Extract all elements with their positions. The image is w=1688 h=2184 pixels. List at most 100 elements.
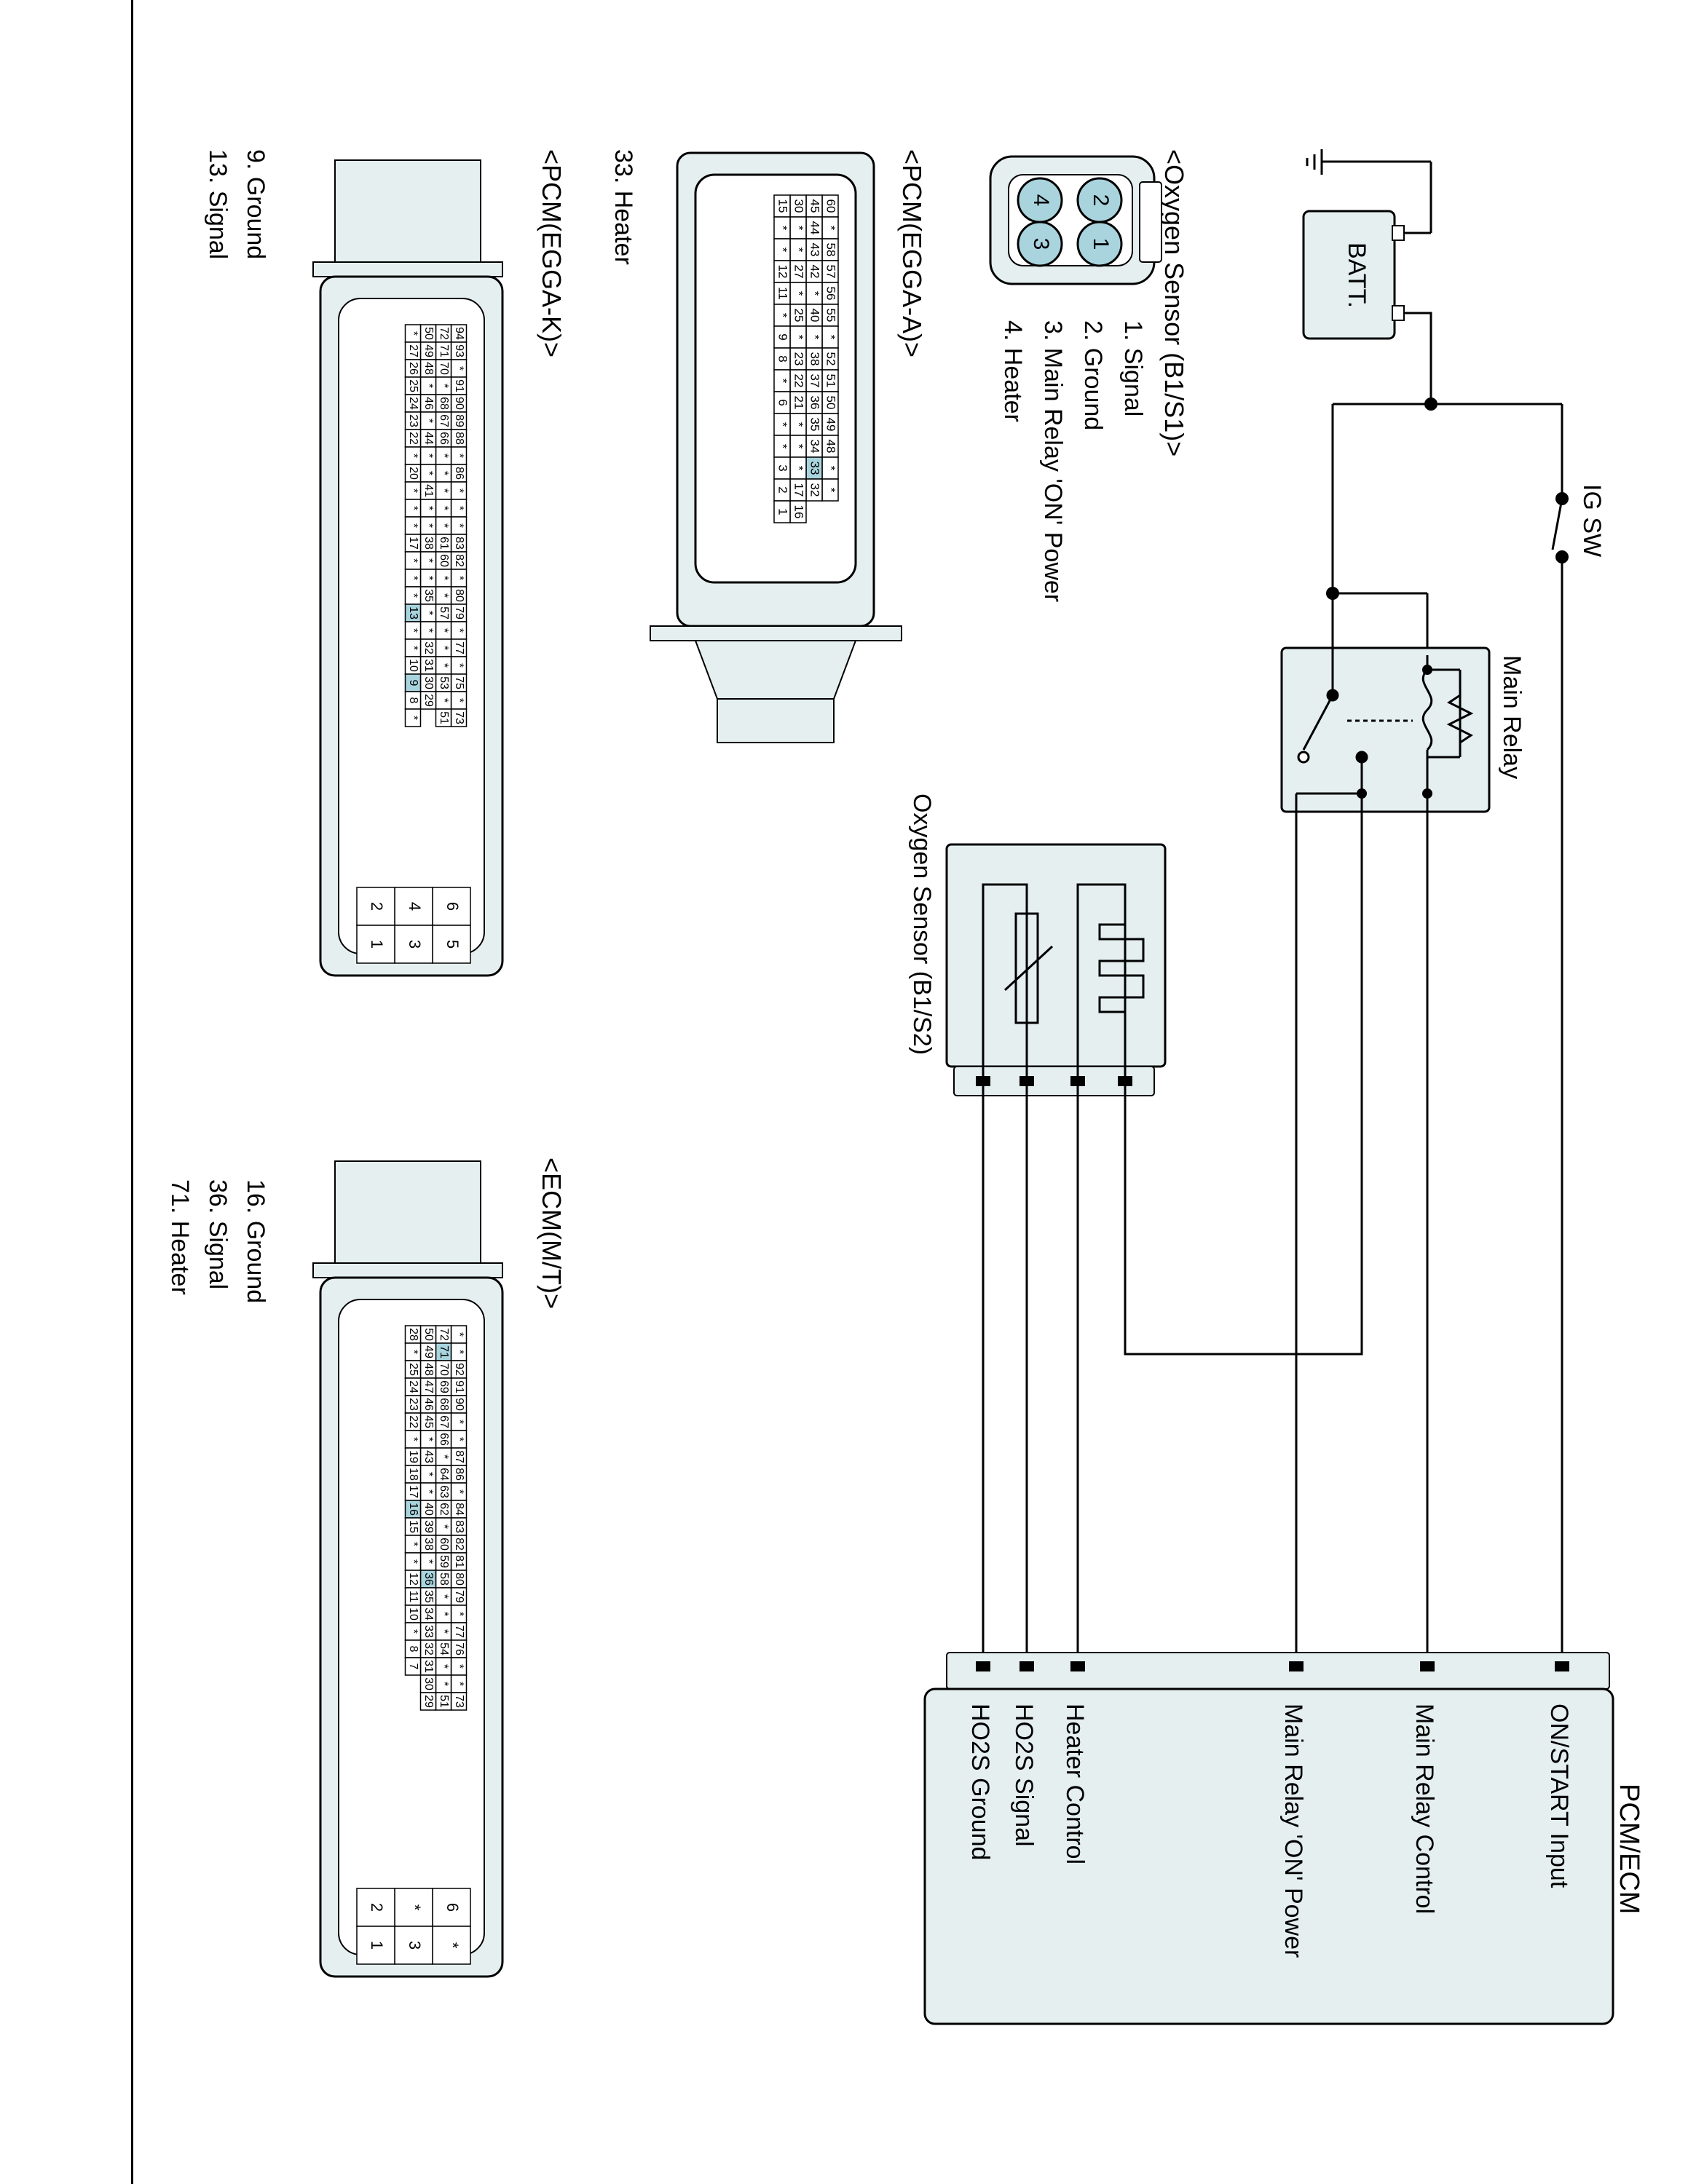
pin-label: 48 bbox=[824, 440, 838, 454]
pin-label: * bbox=[422, 419, 435, 423]
pin-label: * bbox=[776, 226, 790, 231]
pin-label: 18 bbox=[407, 1468, 419, 1481]
pin-label: * bbox=[438, 384, 450, 388]
pin-label: 38 bbox=[422, 537, 435, 550]
pin-label: * bbox=[407, 576, 419, 580]
pin-label: 33 bbox=[808, 462, 822, 475]
pin-label: 27 bbox=[792, 265, 806, 279]
sensor-legend-3: 3. Main Relay 'ON' Power bbox=[1039, 320, 1067, 602]
pin-label: 34 bbox=[422, 1607, 435, 1621]
pin-label: 22 bbox=[407, 432, 419, 445]
pin-label: * bbox=[438, 1455, 450, 1459]
small-pin-label: 3 bbox=[406, 1941, 424, 1950]
main-relay-label: Main Relay bbox=[1498, 655, 1526, 779]
pin-label: 35 bbox=[422, 1590, 435, 1603]
small-pin-label: 2 bbox=[368, 1903, 386, 1912]
pin-label: 2 bbox=[776, 486, 790, 493]
pin-label: 17 bbox=[792, 483, 806, 497]
pin-label: 76 bbox=[453, 1642, 465, 1655]
pin-label: 36 bbox=[422, 1572, 435, 1586]
sensor-wires bbox=[982, 794, 1363, 1667]
pin-label: * bbox=[792, 291, 806, 296]
pin-label: * bbox=[407, 454, 419, 458]
pin-label: 7 bbox=[407, 1663, 419, 1670]
pin-label: 58 bbox=[438, 1572, 450, 1586]
pin-label: 51 bbox=[438, 711, 450, 724]
pin-label: * bbox=[453, 1612, 465, 1616]
pin-label: 68 bbox=[438, 397, 450, 410]
pin-label: 61 bbox=[438, 537, 450, 550]
pin-label: * bbox=[438, 1524, 450, 1529]
pin-label: * bbox=[407, 506, 419, 510]
pin-label: * bbox=[407, 628, 419, 633]
pin-label: * bbox=[438, 1664, 450, 1669]
pin-label: * bbox=[407, 1437, 419, 1441]
pin-label: 31 bbox=[422, 1660, 435, 1673]
egga-k-legend-2: 13. Signal bbox=[204, 149, 232, 259]
junction-dots bbox=[1326, 397, 1569, 600]
pin-label: 28 bbox=[407, 1328, 419, 1341]
small-pin-cell bbox=[356, 1926, 395, 1965]
pin-label: * bbox=[422, 506, 435, 510]
ecm-mt-legend-3: 71. Heater bbox=[166, 1179, 194, 1295]
sensor-cavity-2: 2 bbox=[1089, 194, 1113, 207]
small-pin-label: 2 bbox=[368, 902, 386, 911]
pin-label: 12 bbox=[407, 1572, 419, 1586]
pin-label: 60 bbox=[438, 554, 450, 567]
pin-label: 10 bbox=[407, 1607, 419, 1621]
pin-label: * bbox=[438, 471, 450, 475]
pin-label: 24 bbox=[407, 1380, 419, 1393]
pin-label: 32 bbox=[422, 641, 435, 654]
pin-label: * bbox=[824, 335, 838, 340]
pin-label: 49 bbox=[824, 418, 838, 432]
pin-label: * bbox=[792, 248, 806, 253]
pin-label: 60 bbox=[438, 1538, 450, 1551]
pin-label: * bbox=[422, 1472, 435, 1476]
pin-label: 71 bbox=[438, 344, 450, 357]
pin-label: 11 bbox=[407, 1591, 419, 1603]
ecm-mt-pin-grid: **929190**8786*848382818079*7776**737271… bbox=[356, 1325, 471, 1965]
pin-label: 89 bbox=[453, 414, 465, 427]
pin-label: 35 bbox=[808, 418, 822, 432]
pin-label: 63 bbox=[438, 1485, 450, 1498]
egga-a-pin-grid: 60*58575655*5251504948**45444342*40*3837… bbox=[773, 194, 839, 523]
pin-label: * bbox=[453, 1350, 465, 1354]
pin-label: * bbox=[776, 444, 790, 449]
pin-label: * bbox=[438, 523, 450, 528]
egga-k-title: <PCM(EGGA-K)> bbox=[537, 149, 567, 357]
pin-main-relay-on-power: Main Relay 'ON' Power bbox=[1279, 1704, 1307, 1958]
pin-label: 44 bbox=[808, 221, 822, 235]
pin-label: * bbox=[453, 1420, 465, 1424]
pin-label: * bbox=[438, 646, 450, 650]
pin-label: * bbox=[407, 558, 419, 563]
pin-label: * bbox=[453, 366, 465, 371]
pin-label: 77 bbox=[453, 1625, 465, 1638]
pin-label: 71 bbox=[438, 1345, 450, 1358]
pin-label: 41 bbox=[422, 484, 435, 497]
pin-label: 45 bbox=[808, 199, 822, 213]
ig-switch-label: IG SW bbox=[1578, 484, 1606, 557]
pin-label: * bbox=[438, 628, 450, 633]
pin-label: * bbox=[776, 248, 790, 253]
pin-label: 21 bbox=[792, 396, 806, 410]
sensor-cavity-4: 4 bbox=[1029, 194, 1053, 207]
sensor-legend-4: 4. Heater bbox=[999, 320, 1027, 422]
pin-label: 67 bbox=[438, 414, 450, 427]
pin-label: * bbox=[422, 611, 435, 615]
small-pin-cell bbox=[356, 887, 395, 926]
pin-label: * bbox=[453, 1437, 465, 1441]
pin-label: 8 bbox=[407, 697, 419, 704]
pin-label: * bbox=[422, 628, 435, 633]
ecm-mt-legend-1: 16. Ground bbox=[242, 1179, 269, 1303]
pin-label: 13 bbox=[407, 606, 419, 620]
pcm-ecm-module: PCM/ECM ON/START Input Main Relay Contro… bbox=[923, 1652, 1644, 2025]
pin-label: * bbox=[453, 1682, 465, 1686]
pin-label: * bbox=[776, 379, 790, 384]
pin-label: 43 bbox=[422, 1450, 435, 1463]
pin-label: 23 bbox=[407, 1398, 419, 1411]
egga-a-legend-1: 33. Heater bbox=[610, 149, 637, 265]
pin-label: 75 bbox=[453, 676, 465, 689]
pin-label: 30 bbox=[422, 676, 435, 689]
pin-label: 43 bbox=[808, 243, 822, 257]
pin-label: * bbox=[438, 1594, 450, 1599]
